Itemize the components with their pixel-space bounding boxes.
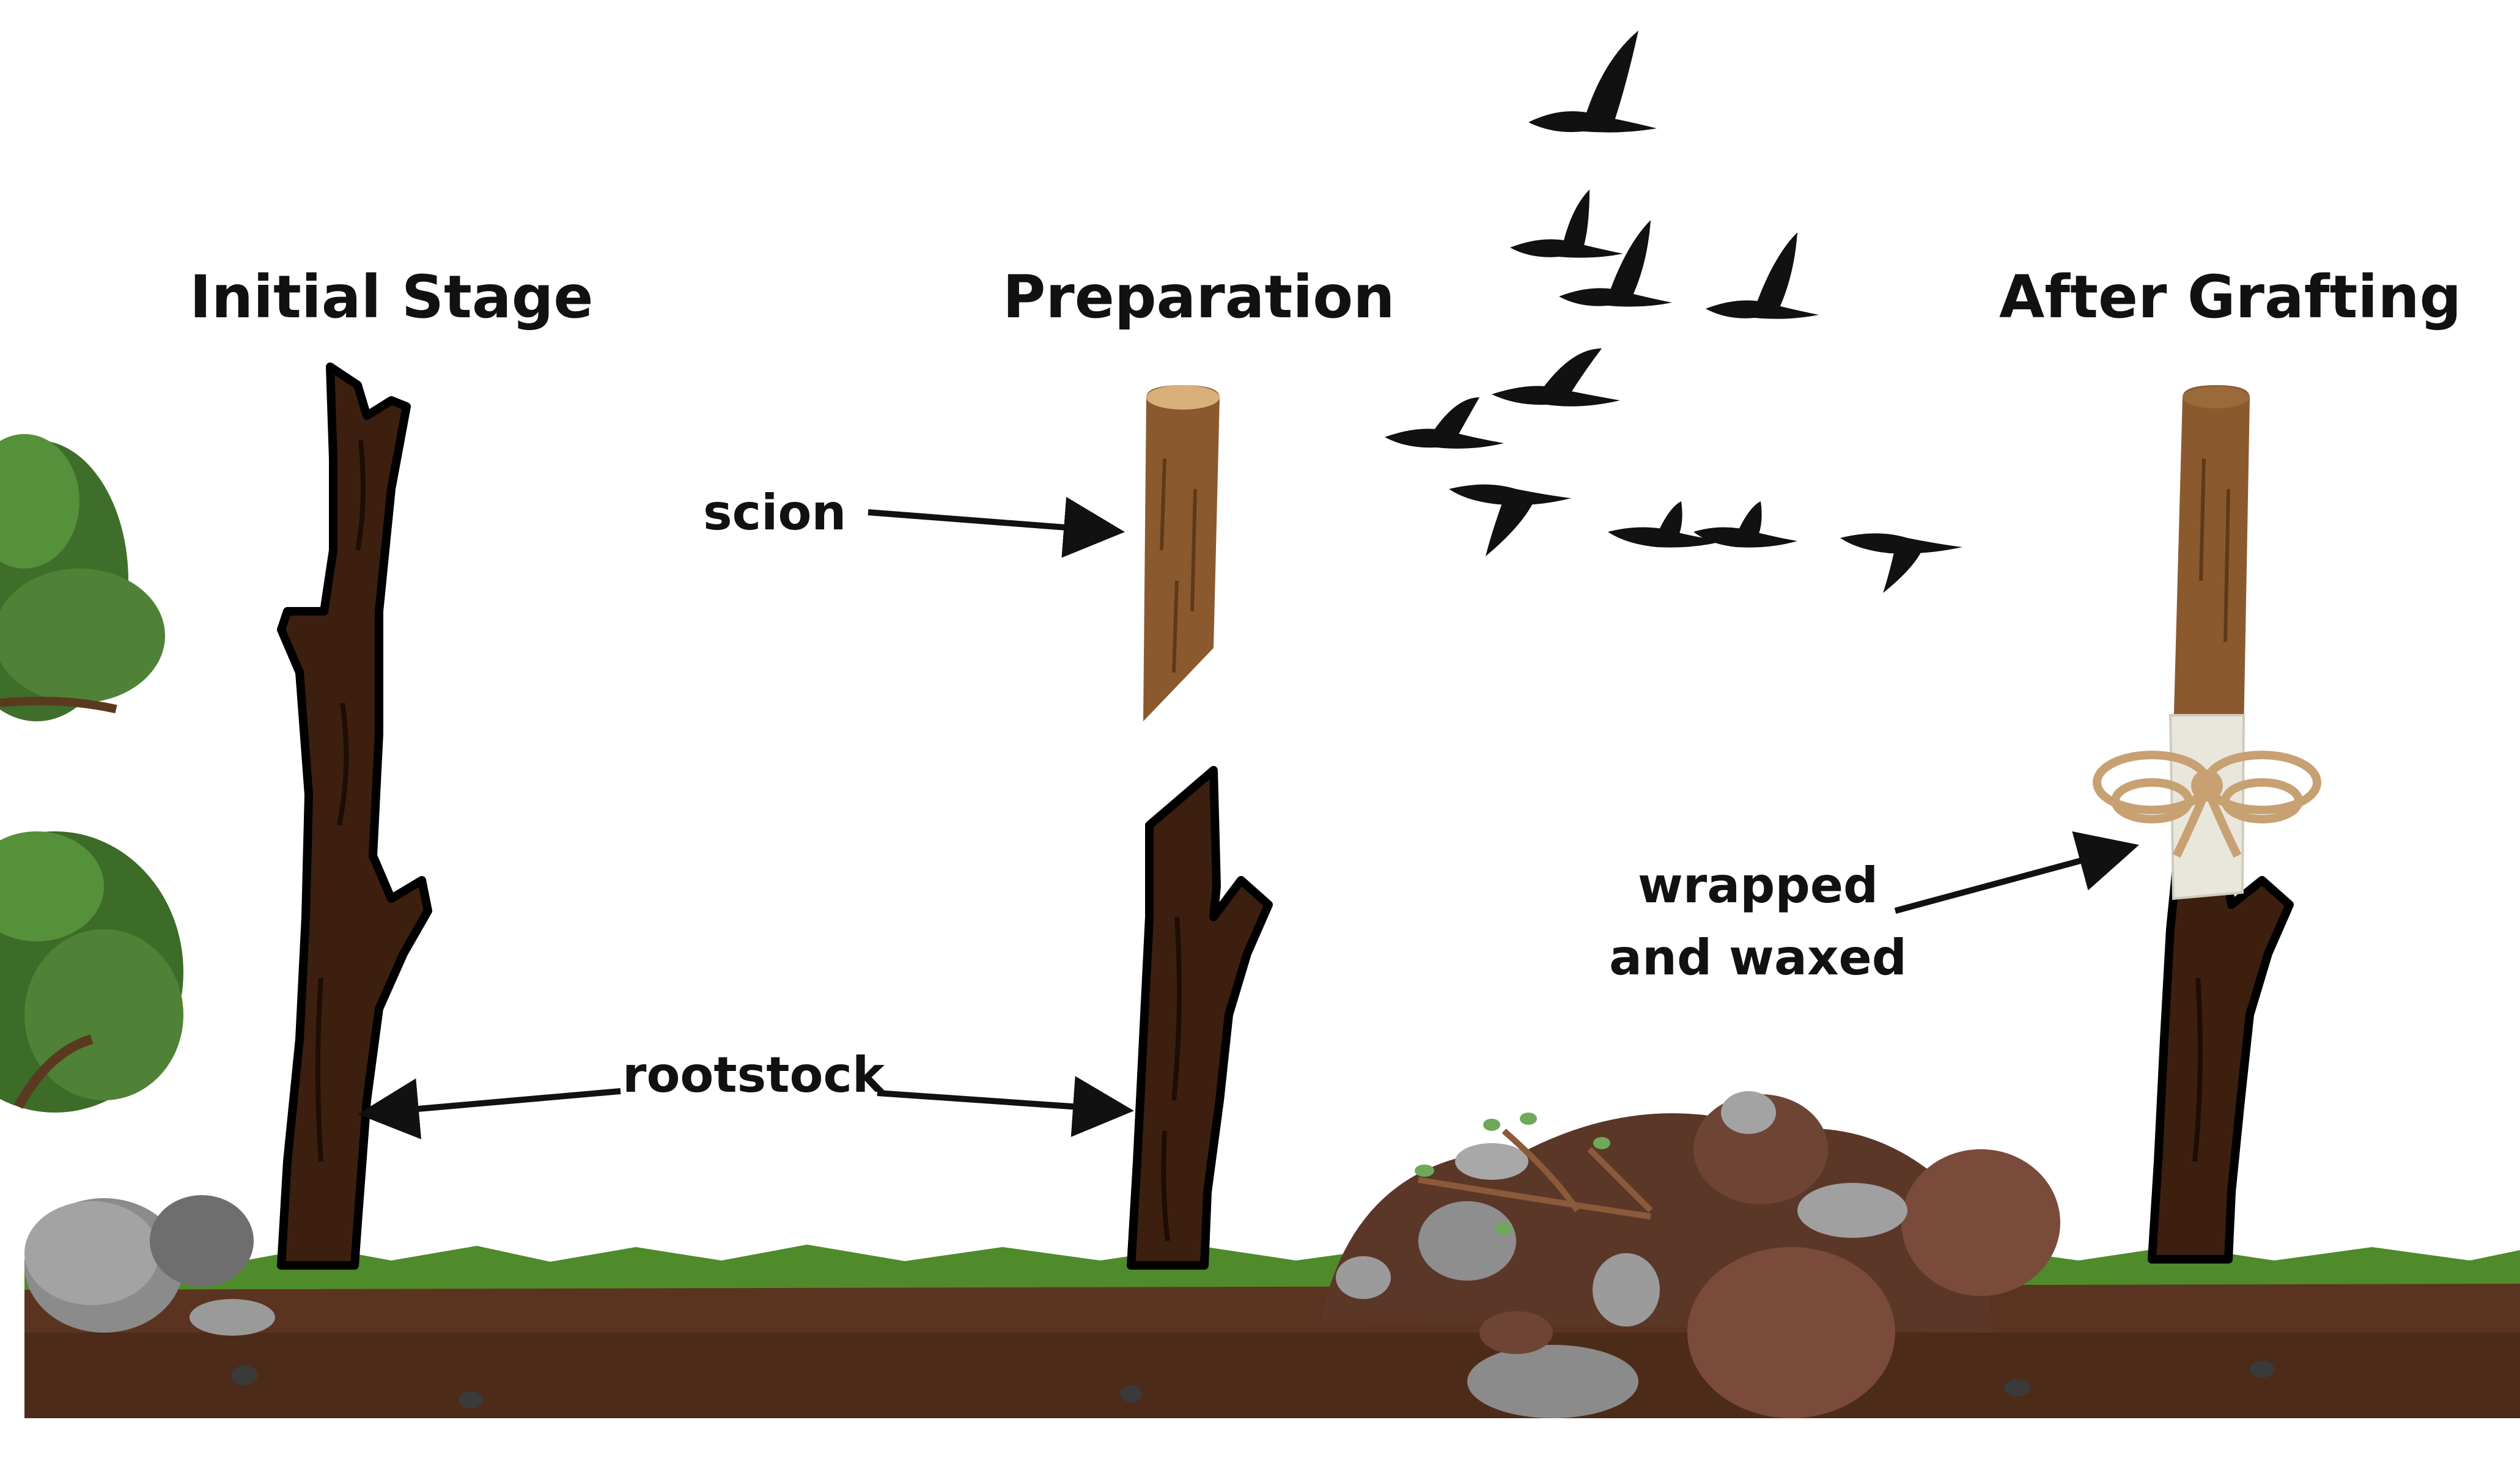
stage-title-preparation: Preparation	[1003, 263, 1395, 331]
rootstock-grafted	[2148, 864, 2294, 1264]
tree-foliage-upper	[0, 434, 165, 721]
dirt-mound	[1321, 1091, 2060, 1418]
arrow-scion	[868, 496, 1125, 558]
scion-label: scion	[703, 484, 847, 541]
wrapped-label-line-1: wrapped	[1637, 857, 1879, 914]
twine-bow-icon	[2093, 751, 2321, 858]
wrapped-and-waxed-label: wrapped and waxed	[1609, 850, 1907, 994]
rocks-left	[24, 1195, 275, 1336]
arrow-rootstock-right	[877, 1076, 1134, 1138]
rootstock-initial	[277, 362, 432, 1270]
stage-title-initial: Initial Stage	[190, 263, 594, 331]
scion-stick	[1143, 385, 1220, 721]
stage-title-after-grafting: After Grafting	[1999, 263, 2462, 331]
rootstock-label: rootstock	[622, 1047, 885, 1103]
wrapped-label-line-2: and waxed	[1609, 929, 1907, 986]
soil-texture	[24, 1333, 2520, 1418]
arrow-wrapped	[1894, 831, 2139, 914]
rootstock-prepared	[1127, 766, 1273, 1270]
tree-foliage-lower	[0, 831, 183, 1113]
arrow-rootstock-left	[358, 1078, 621, 1139]
grass-strip	[24, 1241, 2520, 1290]
grafted-scion	[2173, 385, 2250, 734]
flock-of-birds	[1385, 31, 1962, 593]
